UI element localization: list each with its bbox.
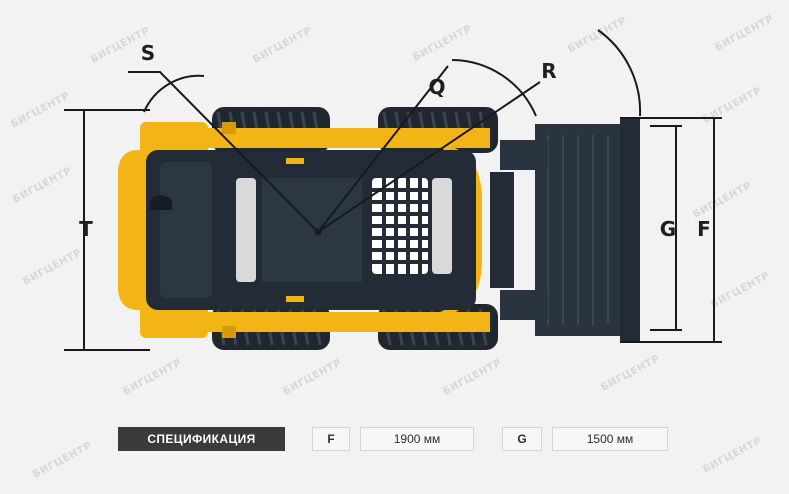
label-r: R [541, 59, 556, 83]
label-q: Q [428, 75, 445, 99]
spec-key-f: F [312, 427, 350, 451]
spec-key-g: G [502, 427, 542, 451]
label-f: F [697, 217, 711, 241]
dimension-lines [64, 29, 722, 351]
bucket [490, 118, 640, 342]
label-g: G [660, 217, 676, 241]
spec-value-f: 1900 мм [360, 427, 474, 451]
spec-value-g: 1500 мм [552, 427, 668, 451]
machine-body [146, 150, 476, 310]
skid-steer-diagram: S Q R T G F [64, 29, 722, 351]
specification-title: СПЕЦИФИКАЦИЯ [118, 427, 285, 451]
label-t: T [79, 217, 93, 241]
label-s: S [141, 41, 155, 65]
specification-bar: СПЕЦИФИКАЦИЯ F 1900 мм G 1500 мм [0, 427, 789, 451]
